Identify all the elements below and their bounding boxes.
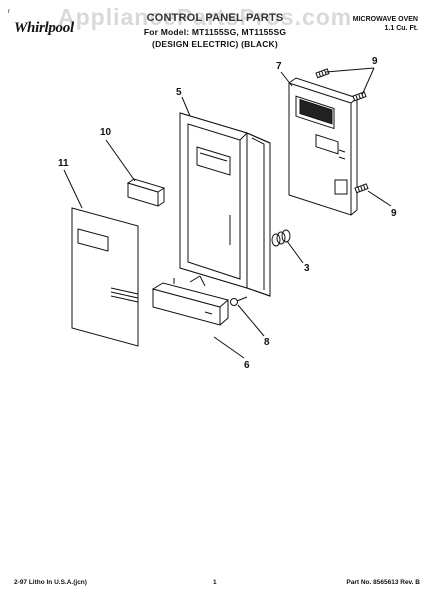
callout-11: 11 [58,158,69,169]
callout-7: 7 [276,61,282,72]
part-7-control-panel [288,77,359,216]
logo-mark: r [8,9,10,15]
callout-5: 5 [176,87,182,98]
model-info: MICROWAVE OVEN 1.1 Cu. Ft. [353,15,418,33]
leader-lines [63,67,392,359]
design-line: (DESIGN ELECTRIC) (BLACK) [152,39,278,49]
callout-8: 8 [264,337,270,348]
part-10-switch [126,178,166,207]
model-line: For Model: MT1155SG, MT1155SG [143,27,287,37]
callout-6: 6 [244,360,250,371]
model-capacity: 1.1 Cu. Ft. [384,25,418,32]
watermark: AppliancePartsPros.com [58,4,353,30]
callout-labels: 5 10 11 7 9 9 3 8 6 [58,56,397,371]
footer-part-number: Part No. 8565613 Rev. B [346,579,420,586]
callout-10: 10 [100,127,112,138]
model-type: MICROWAVE OVEN [352,16,418,23]
part-11-overlay [71,207,139,347]
part-8-screw [230,296,248,306]
callout-9-top: 9 [372,56,378,67]
callout-3: 3 [304,263,310,274]
whirlpool-logo: Whirlpool [14,20,74,36]
footer-litho: 2-97 Litho In U.S.A.(jcn) [14,579,87,586]
footer-page-number: 1 [213,579,217,586]
part-9-screws [315,68,369,194]
diagram-title: CONTROL PANEL PARTS [146,12,284,24]
callout-9-bottom: 9 [391,208,397,219]
part-5-panel-frame [179,112,271,297]
part-6-door-release [151,275,230,326]
part-3-spring [271,229,291,247]
